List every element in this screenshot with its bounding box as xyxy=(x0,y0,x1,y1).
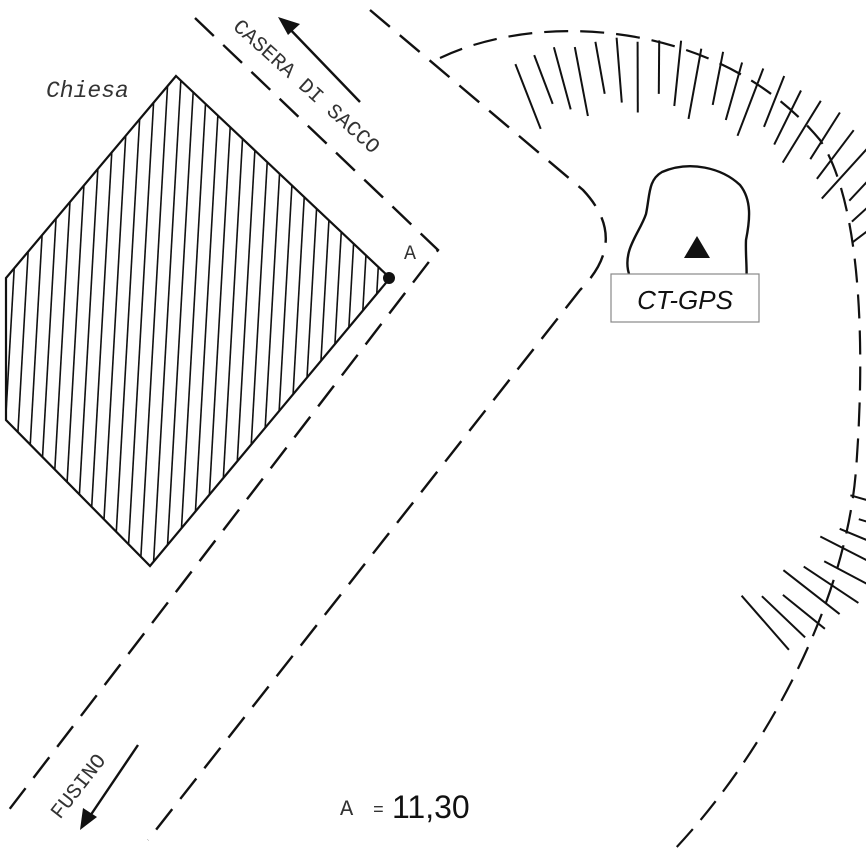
footer-value: 11,30 xyxy=(392,789,470,825)
hatch-line xyxy=(242,76,274,566)
hatch-line xyxy=(8,76,40,566)
hachure-stroke xyxy=(514,63,542,130)
road xyxy=(4,9,607,841)
hachure-stroke xyxy=(803,565,859,604)
hachure-stroke xyxy=(724,62,744,121)
hachure-stroke xyxy=(821,148,866,200)
hachure-stroke xyxy=(687,48,703,120)
hatch-line xyxy=(151,76,183,566)
road-edge-lower xyxy=(147,9,607,841)
hatch-line xyxy=(86,76,118,566)
hachure-stroke xyxy=(809,111,841,160)
road-north-label: CASERA DI SACCO xyxy=(227,16,383,160)
hatch-line xyxy=(385,76,390,566)
hachure-stroke xyxy=(773,90,802,146)
hachure-stroke xyxy=(763,75,786,128)
hachure-stroke xyxy=(761,595,806,639)
hachure-stroke xyxy=(740,595,790,651)
arrow-down-left-icon xyxy=(80,744,139,830)
hatch-line xyxy=(268,76,300,566)
hachure-stroke xyxy=(839,527,866,541)
hachure-stroke xyxy=(823,560,866,585)
hachure-stroke xyxy=(819,535,866,561)
point-a-label: A xyxy=(404,243,416,266)
road-edge-upper xyxy=(4,17,440,816)
hatch-line xyxy=(190,76,222,566)
hatch-line xyxy=(21,76,53,566)
hachure-stroke xyxy=(673,40,683,107)
hatch-line xyxy=(177,76,209,566)
hachure-stroke xyxy=(816,129,855,180)
hachure-stroke xyxy=(615,37,623,103)
hatch-line xyxy=(203,76,235,566)
escarpment xyxy=(439,30,866,853)
hatch-line xyxy=(99,76,131,566)
hatch-line xyxy=(112,76,144,566)
hatch-line xyxy=(73,76,105,566)
hachure-stroke xyxy=(852,230,866,243)
footer-point-label: A xyxy=(340,797,354,822)
church-label: Chiesa xyxy=(46,78,129,104)
hachure-stroke xyxy=(533,54,554,105)
hatch-line xyxy=(60,76,92,566)
hatch-line xyxy=(6,76,27,566)
hachure-stroke xyxy=(848,181,866,202)
escarpment-hachures xyxy=(514,37,866,651)
hachure-stroke xyxy=(736,68,765,137)
escarpment-rim xyxy=(439,30,862,853)
hachure-stroke xyxy=(594,41,606,94)
arrow-up-left-icon xyxy=(278,17,361,103)
hatch-line xyxy=(34,76,66,566)
hatch-line xyxy=(47,76,79,566)
point-marker-icon xyxy=(383,272,395,284)
hatch-line xyxy=(255,76,287,566)
footer-equals: = xyxy=(373,801,384,821)
road-south-label: FUSINO xyxy=(47,751,112,825)
point-a-value: A = 11,30 xyxy=(340,789,470,825)
hatch-line xyxy=(281,76,313,566)
hachure-stroke xyxy=(711,51,725,106)
hachure-stroke xyxy=(782,569,841,615)
hatch-line xyxy=(229,76,261,566)
hatch-line xyxy=(125,76,157,566)
station-label-text: CT-GPS xyxy=(637,285,733,315)
hachure-stroke xyxy=(552,46,572,110)
hachure-stroke xyxy=(573,46,589,117)
hatch-line xyxy=(138,76,170,566)
hachure-stroke xyxy=(858,518,866,523)
survey-station-triangle-icon xyxy=(684,236,710,258)
station-label: CT-GPS xyxy=(610,273,760,323)
hachure-stroke xyxy=(782,594,826,630)
hachure-stroke xyxy=(850,494,866,501)
hachure-stroke xyxy=(781,100,822,164)
hachure-stroke xyxy=(851,207,866,223)
hatch-line xyxy=(164,76,196,566)
hatch-line xyxy=(294,76,326,566)
